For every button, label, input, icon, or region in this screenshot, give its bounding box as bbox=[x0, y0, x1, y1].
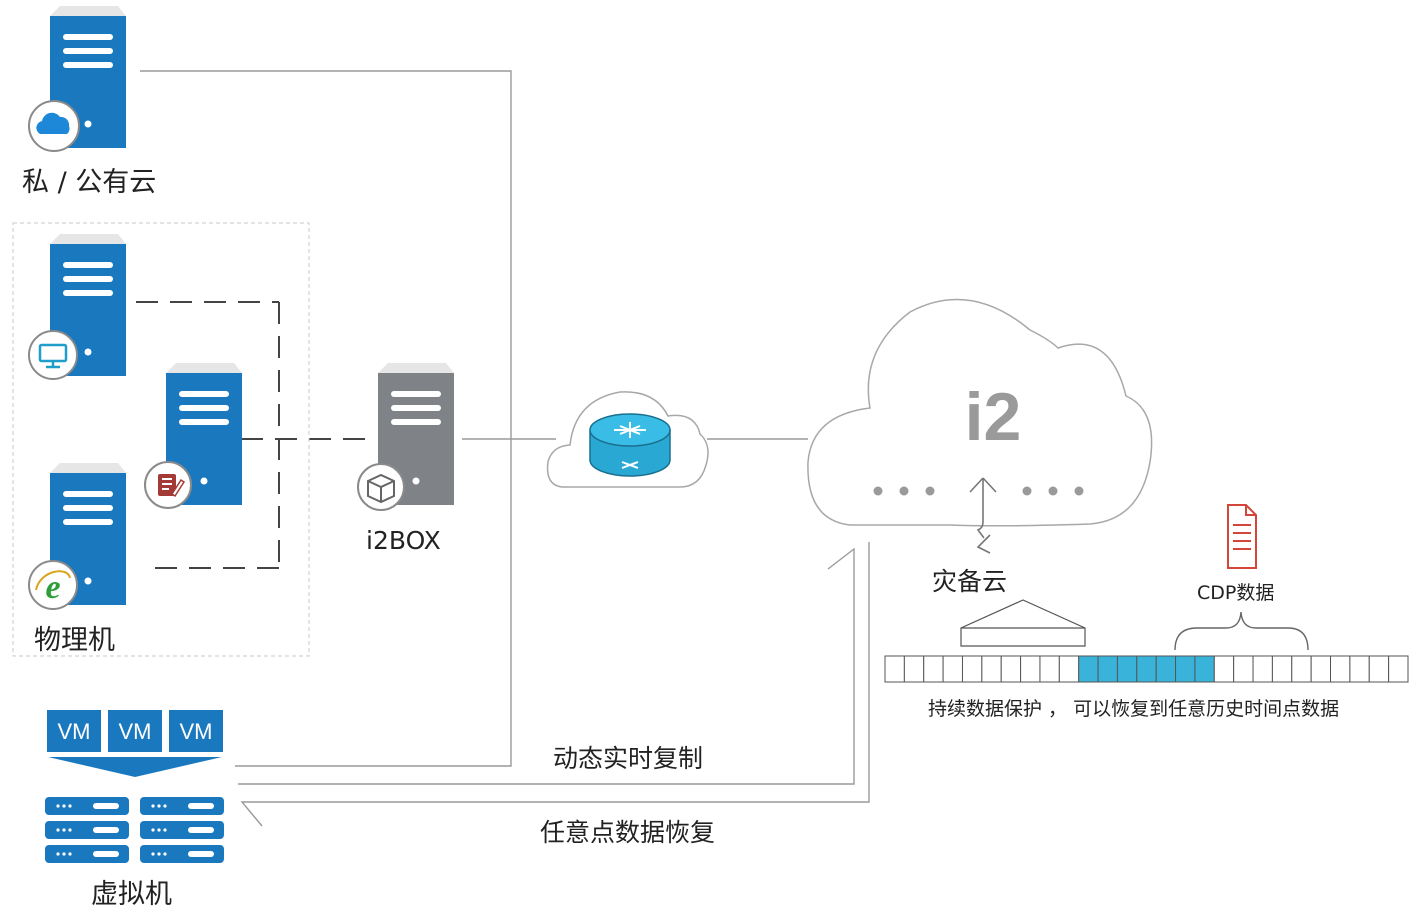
router-icon bbox=[589, 413, 671, 477]
cycle-arrow bbox=[969, 477, 997, 539]
replication-label: 动态实时复制 bbox=[553, 744, 704, 773]
timeline-caption: 持续数据保护 ， 可以恢复到任意历史时间点数据 bbox=[928, 698, 1340, 720]
cloud-badge-icon bbox=[28, 100, 80, 152]
timeline-cell bbox=[1233, 655, 1254, 683]
replication-arrow bbox=[238, 547, 855, 785]
vm-cluster bbox=[45, 710, 224, 863]
timeline-cell-cdp bbox=[1136, 655, 1157, 683]
vm-box-3 bbox=[169, 710, 223, 752]
notes-badge-icon bbox=[144, 461, 192, 509]
box-badge-icon bbox=[357, 463, 405, 511]
timeline-cell bbox=[1388, 655, 1409, 683]
monitor-badge-icon bbox=[28, 330, 78, 380]
cdp-brace bbox=[1174, 611, 1309, 651]
timeline-cell bbox=[1000, 655, 1022, 683]
timeline-cell bbox=[884, 655, 905, 683]
timeline-cell bbox=[961, 655, 983, 683]
physical-group-box bbox=[12, 222, 310, 657]
physical-machine-label: 物理机 bbox=[34, 625, 115, 656]
timeline-cell-cdp bbox=[1097, 655, 1118, 683]
vm-funnel bbox=[48, 757, 222, 777]
timeline-cell bbox=[1368, 655, 1390, 683]
history-point-marker bbox=[960, 599, 1086, 647]
timeline-cell bbox=[981, 655, 1002, 683]
dr-cloud-logo: i2 bbox=[965, 379, 1022, 455]
timeline-cell bbox=[923, 655, 944, 683]
vm-label-2: VM bbox=[119, 719, 152, 744]
timeline-cell bbox=[1252, 655, 1273, 683]
dr-cloud-label: 灾备云 bbox=[932, 567, 1008, 596]
ie-badge-icon: e bbox=[28, 560, 78, 610]
timeline-cell-cdp bbox=[1116, 655, 1138, 683]
timeline-cell bbox=[1213, 655, 1235, 683]
timeline-cell-cdp bbox=[1078, 655, 1099, 683]
virtual-machine-label: 虚拟机 bbox=[91, 879, 172, 910]
timeline-cell bbox=[1310, 655, 1332, 683]
public-cloud-label: 私 / 公有云 bbox=[22, 167, 157, 198]
cdp-data-label: CDP数据 bbox=[1197, 582, 1275, 604]
timeline-cell-cdp bbox=[1155, 655, 1177, 683]
timeline-cell bbox=[1349, 655, 1370, 683]
dr-cloud bbox=[807, 298, 1153, 527]
link-public-cloud bbox=[140, 70, 512, 767]
vm-label-3: VM bbox=[180, 719, 213, 744]
timeline-cell bbox=[903, 655, 925, 683]
vm-label-1: VM bbox=[58, 719, 91, 744]
timeline-cell-cdp bbox=[1175, 655, 1196, 683]
dr-cloud-dots-left bbox=[873, 486, 935, 496]
recovery-arrow bbox=[240, 542, 870, 827]
cdp-timeline bbox=[884, 655, 1409, 683]
timeline-cell bbox=[1271, 655, 1293, 683]
vm-box-1 bbox=[47, 710, 101, 752]
timeline-cell bbox=[1039, 655, 1060, 683]
cdp-document-icon bbox=[1227, 504, 1257, 569]
vm-box-2 bbox=[108, 710, 162, 752]
dr-cloud-dots-right bbox=[1022, 486, 1084, 496]
timeline-cell bbox=[1020, 655, 1041, 683]
i2box-label: i2BOX bbox=[366, 526, 441, 555]
timeline-cell bbox=[1058, 655, 1080, 683]
svg-text:e: e bbox=[45, 569, 60, 606]
cycle-arrow-down bbox=[976, 534, 991, 554]
timeline-cell-cdp bbox=[1194, 655, 1215, 683]
timeline-cell bbox=[942, 655, 963, 683]
recovery-label: 任意点数据恢复 bbox=[540, 818, 716, 847]
timeline-cell bbox=[1330, 655, 1351, 683]
timeline-cell bbox=[1291, 655, 1312, 683]
